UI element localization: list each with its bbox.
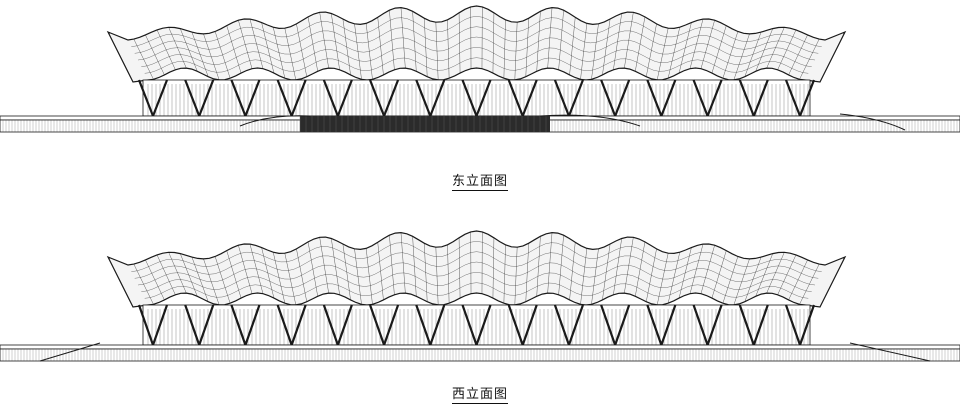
landscape-slope: [39, 342, 101, 362]
west-elevation-drawing: [0, 205, 960, 370]
facade: [142, 304, 811, 346]
roof-shell: [106, 5, 847, 83]
landscape-slope: [839, 113, 906, 131]
west-elevation-svg: [0, 230, 960, 362]
facade: [142, 79, 811, 117]
east-elevation-drawing: [0, 0, 960, 140]
roof-band: [141, 272, 812, 292]
west-elevation-caption: 西立面图: [0, 383, 960, 404]
east-elevation-svg: [0, 5, 960, 133]
roof-band: [144, 57, 809, 74]
roof-band: [137, 36, 816, 61]
east-elevation-label: 东立面图: [451, 174, 508, 191]
roof-band: [137, 261, 816, 286]
roof-band: [144, 282, 809, 299]
roof-shell: [106, 230, 847, 308]
ramp-right: [539, 114, 641, 127]
roof-band: [131, 16, 822, 47]
landscape-slope: [849, 342, 931, 362]
roof-band: [134, 26, 819, 54]
roof-band: [134, 251, 819, 279]
ramp-left: [239, 115, 311, 127]
roof-band: [141, 47, 812, 67]
east-elevation-caption: 东立面图: [0, 170, 960, 191]
entrance-stairs: [300, 116, 550, 132]
roof-band: [131, 241, 822, 272]
west-elevation-label: 西立面图: [451, 387, 508, 404]
base-line: [0, 344, 960, 350]
